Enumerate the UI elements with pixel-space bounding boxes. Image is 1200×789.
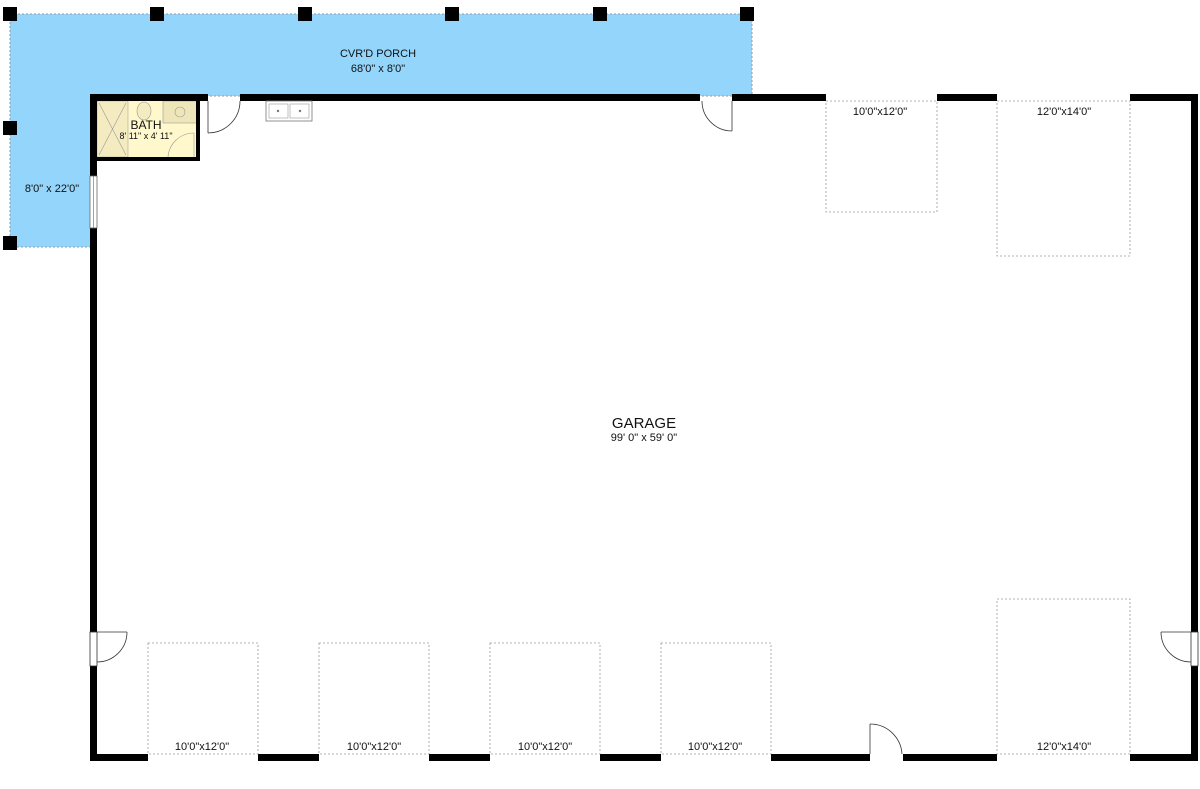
overhead-door-top-1 (825, 100, 938, 213)
door-top-right (701, 100, 733, 132)
garage-name: GARAGE (612, 415, 676, 432)
garage-dims: 99' 0" x 59' 0" (611, 432, 678, 444)
overhead-doors (147, 100, 1131, 755)
bath-walls (92, 96, 200, 161)
bath-sink-icon (162, 100, 198, 124)
overhead-door-bottom-1 (147, 642, 259, 755)
porch-post (445, 7, 459, 21)
door-label-bottom-5: 12'0"x14'0" (1037, 741, 1091, 753)
utility-sink-icon (265, 100, 313, 122)
door-label-bottom-4: 10'0"x12'0" (688, 741, 742, 753)
overhead-door-bottom-3 (489, 642, 601, 755)
door-label-bottom-1: 10'0"x12'0" (175, 741, 229, 753)
porch-name: CVR'D PORCH (340, 48, 416, 60)
bath-sink-bowl (174, 106, 186, 118)
bath-door-swing (167, 132, 195, 158)
porch-dims: 68'0" x 8'0" (351, 63, 405, 75)
door-label-top-1: 10'0"x12'0" (853, 106, 907, 118)
overhead-door-top-2 (996, 100, 1131, 257)
porch-side-dims: 8'0" x 22'0" (25, 183, 79, 195)
porch-post (740, 7, 754, 21)
shower-x (98, 102, 127, 156)
door-label-top-2: 12'0"x14'0" (1037, 106, 1091, 118)
porch-post (593, 7, 607, 21)
porch-post (3, 121, 17, 135)
bath-name: BATH (130, 118, 161, 132)
door-top-left (207, 100, 241, 134)
porch-posts (3, 7, 754, 250)
door-label-bottom-3: 10'0"x12'0" (518, 741, 572, 753)
porch-post (3, 236, 17, 250)
door-bottom-wall (869, 723, 903, 755)
door-label-bottom-2: 10'0"x12'0" (347, 741, 401, 753)
overhead-door-bottom-4 (660, 642, 772, 755)
toilet-icon (136, 101, 152, 121)
porch-post (298, 7, 312, 21)
bath-dims: 8' 11" x 4' 11" (119, 131, 172, 141)
overhead-door-bottom-5 (996, 598, 1131, 755)
overhead-door-bottom-2 (318, 642, 430, 755)
garage-walls (90, 94, 1198, 761)
door-right-wall (1160, 631, 1199, 667)
porch-post (150, 7, 164, 21)
door-left-wall (89, 631, 128, 667)
porch-post (3, 7, 17, 21)
